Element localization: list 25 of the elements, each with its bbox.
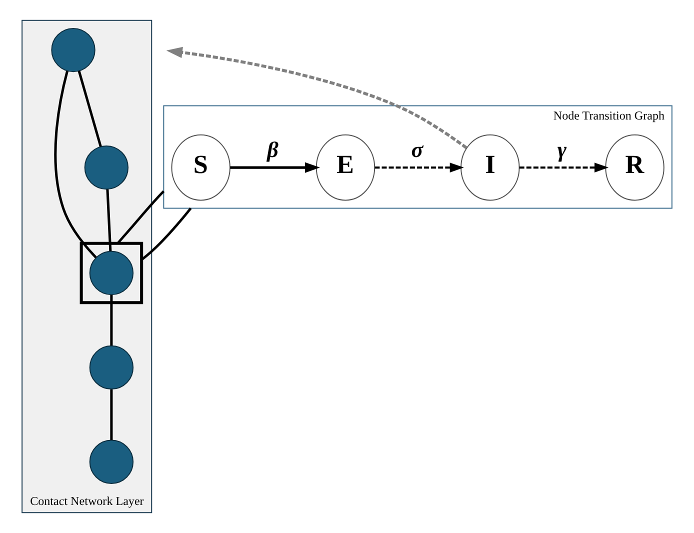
connector xyxy=(116,190,165,244)
edge-label: σ xyxy=(411,137,424,162)
node-circle xyxy=(89,440,134,484)
arrow xyxy=(230,162,320,173)
cluster xyxy=(80,242,144,304)
connector xyxy=(78,70,102,147)
connector xyxy=(110,295,113,346)
edge-label: β xyxy=(267,137,278,162)
node-ellipse: I xyxy=(460,134,520,201)
node-ellipse: R xyxy=(605,134,664,201)
arrow xyxy=(166,46,468,150)
node-circle xyxy=(89,250,134,296)
arrow xyxy=(519,162,609,172)
connector xyxy=(140,207,192,261)
connector xyxy=(110,389,113,440)
node-circle xyxy=(89,345,134,390)
node-ellipse: S xyxy=(171,134,230,201)
arrow xyxy=(374,162,464,172)
connector xyxy=(54,70,97,258)
cluster: Contact Network Layer xyxy=(22,20,152,514)
node-circle xyxy=(84,145,129,190)
connector xyxy=(106,189,112,252)
node-ellipse: E xyxy=(316,134,376,201)
node-circle xyxy=(51,28,96,72)
edge-label: γ xyxy=(557,137,567,162)
